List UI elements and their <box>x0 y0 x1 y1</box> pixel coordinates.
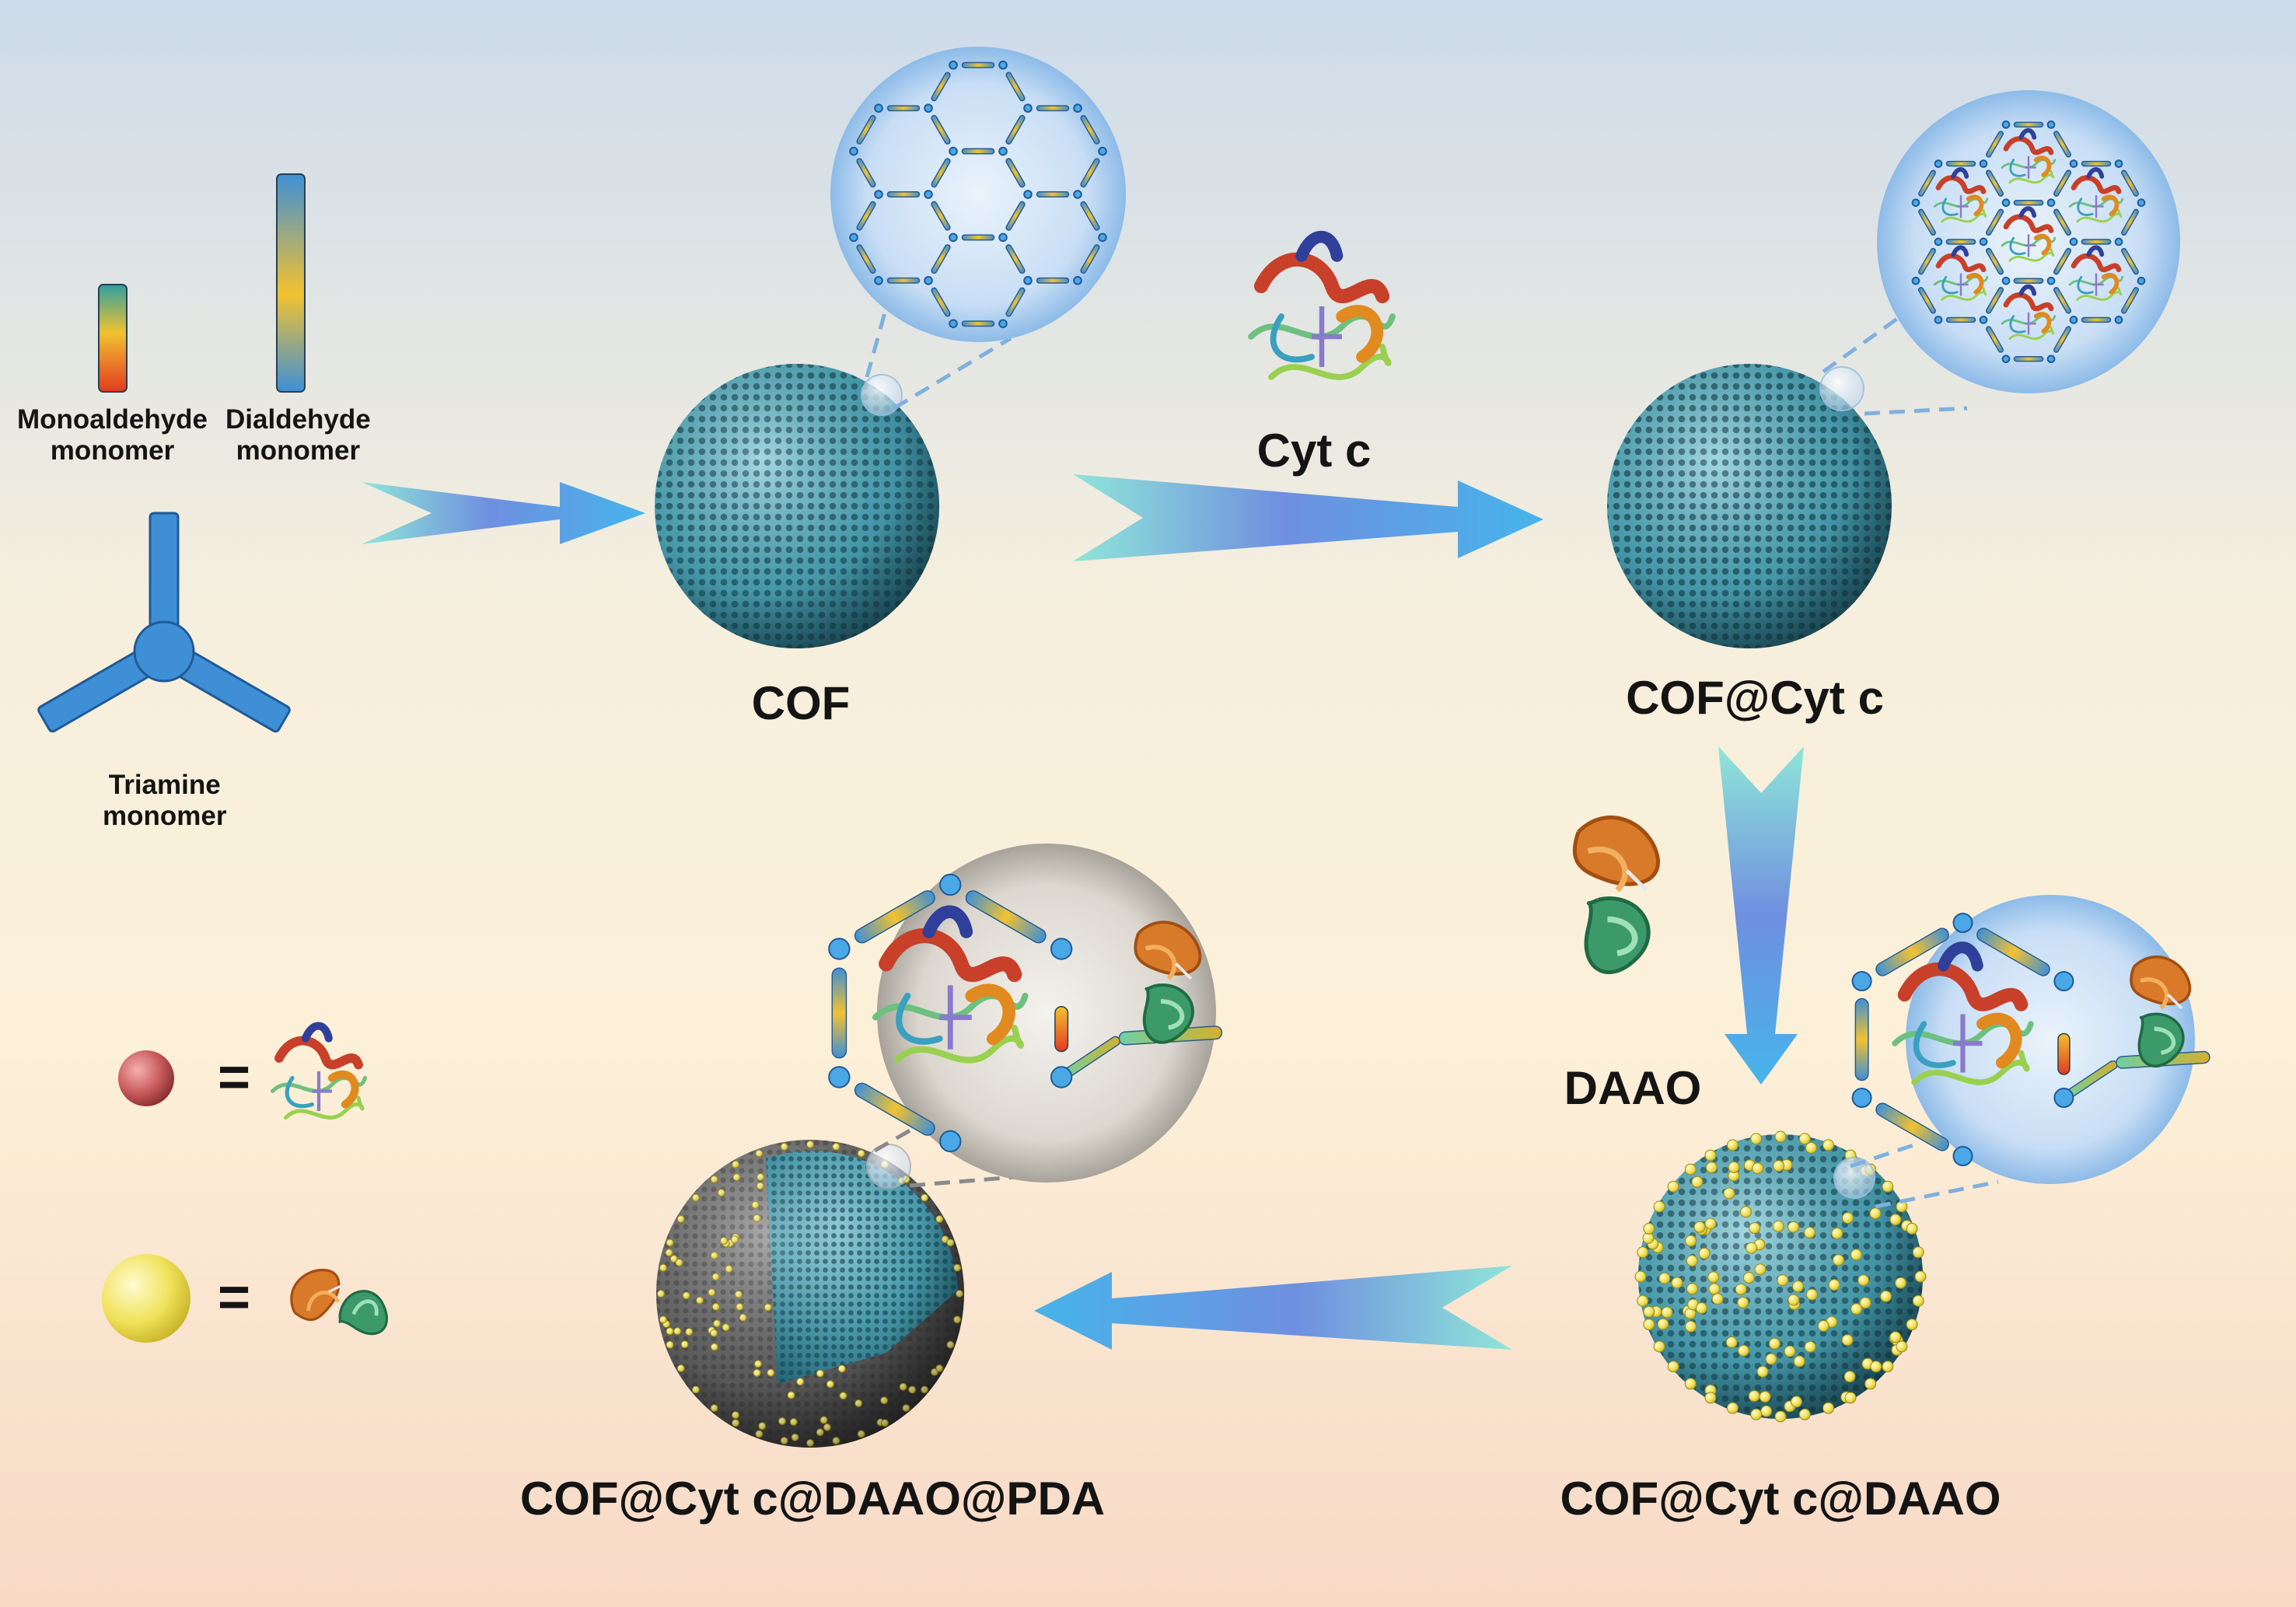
arrow-right-icon <box>1073 474 1543 561</box>
cof-cytc-daao-label: COF@Cyt c@DAAO <box>1560 1473 2001 1525</box>
cytc-legend-sphere <box>118 1050 174 1106</box>
cof-cytc-sphere <box>1607 364 1892 648</box>
pda-coated-sphere <box>656 1140 964 1448</box>
daao-legend-sphere <box>102 1254 190 1343</box>
triamine-monomer-icon <box>37 512 291 733</box>
arrow-left-icon <box>1034 1266 1512 1350</box>
pda-framework-zoom <box>828 844 1223 1188</box>
cof-cytc-label: COF@Cyt c <box>1626 672 1884 724</box>
legend-equals-cytc: = <box>218 1046 251 1109</box>
cof-cytc-daao-pda-label: COF@Cyt c@DAAO@PDA <box>519 1473 1106 1525</box>
daao-label: DAAO <box>1564 1062 1702 1114</box>
arrow-down-icon <box>1718 746 1804 1085</box>
monoaldehyde-monomer-icon <box>98 284 128 393</box>
triamine-label: Triamine monomer <box>103 770 227 832</box>
arrow-right-icon <box>362 482 645 544</box>
cof-cytc-daao-sphere <box>1634 1130 1927 1423</box>
legend <box>102 1026 397 1346</box>
cof-cytc-daao-zoom <box>1850 895 2210 1209</box>
dialdehyde-monomer-icon <box>276 173 306 393</box>
cof-cytc-framework-zoom <box>1822 90 2180 416</box>
cof-framework-zoom <box>830 47 1126 410</box>
cytc-label: Cyt c <box>1256 424 1372 477</box>
cof-sphere <box>655 364 939 648</box>
legend-equals-daao: = <box>218 1266 251 1329</box>
dialdehyde-label: Dialdehyde monomer <box>225 404 371 466</box>
monoaldehyde-label: Monoaldehyde monomer <box>17 404 208 466</box>
cof-label: COF <box>751 677 851 729</box>
